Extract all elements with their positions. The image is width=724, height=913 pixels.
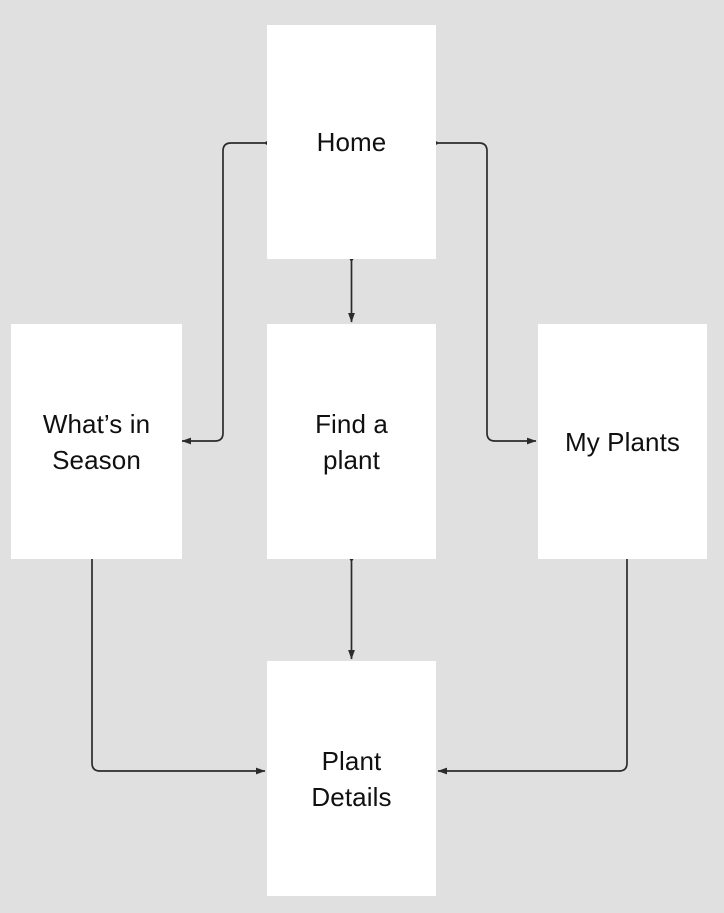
node-home-label: Home bbox=[316, 127, 387, 157]
node-whats-in-season[interactable]: What’s in Season bbox=[11, 324, 182, 559]
node-plant-details-label: Plant Details bbox=[311, 745, 392, 812]
edge-home-to-my-plants bbox=[434, 141, 537, 445]
edge-home-to-whats-in-season bbox=[181, 141, 269, 445]
edge-whats-in-season-to-plant-details bbox=[91, 559, 266, 775]
node-home[interactable]: Home bbox=[267, 25, 436, 259]
node-find-a-plant-label: Find a plant bbox=[315, 408, 388, 475]
node-my-plants-label: My Plants bbox=[564, 426, 681, 457]
node-my-plants[interactable]: My Plants bbox=[538, 324, 707, 559]
edge-my-plants-to-plant-details bbox=[437, 559, 628, 775]
node-find-a-plant[interactable]: Find a plant bbox=[267, 324, 436, 559]
node-plant-details[interactable]: Plant Details bbox=[267, 661, 436, 896]
node-whats-in-season-label: What’s in Season bbox=[42, 408, 151, 475]
